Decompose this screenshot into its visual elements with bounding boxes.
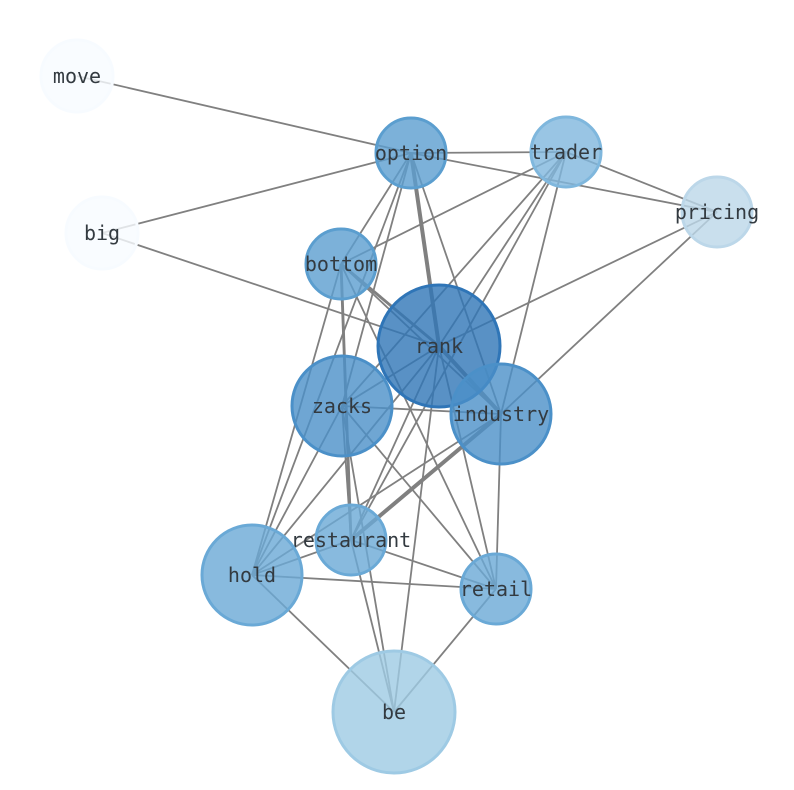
node-big: big: [64, 195, 140, 271]
node-restaurant: restaurant: [291, 503, 411, 577]
node-label: zacks: [312, 394, 372, 418]
node-label: option: [375, 141, 447, 165]
node-label: big: [84, 221, 120, 245]
node-move: move: [39, 38, 115, 114]
node-retail: retail: [459, 552, 533, 626]
node-label: move: [53, 64, 101, 88]
node-circle: [374, 116, 448, 190]
node-circle: [314, 503, 388, 577]
node-label: be: [382, 700, 406, 724]
node-be: be: [331, 649, 457, 775]
node-circle: [459, 552, 533, 626]
node-zacks: zacks: [290, 354, 394, 458]
node-bottom: bottom: [304, 227, 378, 301]
node-label: bottom: [305, 252, 377, 276]
edge-trader-bottom: [340, 151, 567, 265]
node-label: rank: [415, 334, 463, 358]
nodes-layer: move option trader pricing big bottom rank zack…: [39, 38, 759, 775]
node-label: industry: [453, 402, 549, 426]
node-circle: [449, 362, 553, 466]
node-pricing: pricing: [675, 175, 759, 249]
node-industry: industry: [449, 362, 553, 466]
node-option: option: [374, 116, 448, 190]
node-circle: [200, 523, 304, 627]
node-label: retail: [460, 577, 532, 601]
node-circle: [64, 195, 140, 271]
node-hold: hold: [200, 523, 304, 627]
node-label: hold: [228, 563, 276, 587]
node-circle: [331, 649, 457, 775]
edge-big-option: [101, 152, 412, 234]
node-label: trader: [530, 140, 602, 164]
node-label: restaurant: [291, 528, 411, 552]
node-circle: [680, 175, 754, 249]
node-circle: [290, 354, 394, 458]
node-label: pricing: [675, 200, 759, 224]
node-circle: [304, 227, 378, 301]
edge-move-option: [76, 75, 412, 154]
node-circle: [529, 115, 603, 189]
edge-bottom-retail: [340, 263, 497, 590]
node-trader: trader: [529, 115, 603, 189]
node-circle: [39, 38, 115, 114]
